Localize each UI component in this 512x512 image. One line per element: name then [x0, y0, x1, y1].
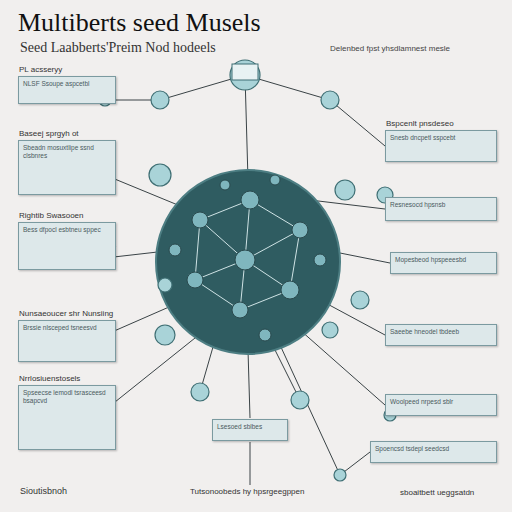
diagram-title: Multiberts seed Musels: [18, 8, 261, 38]
text-box: Resnesocd hpsnsb: [385, 197, 497, 221]
box-text: Sbeadn mosuxtlipe ssnd clsbnres: [19, 141, 115, 163]
box-text: Bess dfpocl esbtneu sppec: [19, 223, 115, 237]
box-heading: Rightib Swasooen: [19, 211, 83, 220]
text-box: Mopesbeod hpspeeesbd: [390, 252, 497, 274]
box-text: Resnesocd hpsnsb: [386, 198, 496, 212]
box-text: Mopesbeod hpspeeesbd: [391, 253, 496, 267]
text-box: Saeebe hneodel tbdeeb: [385, 324, 497, 346]
outer-spheres: [99, 60, 396, 481]
text-box: Woolpeed nrpesd sblr: [385, 394, 497, 416]
box-heading: Baseej sprgyh ot: [19, 129, 79, 138]
text-box: Nunsaeoucer shr NunsiingBrssie nlsceped …: [18, 320, 116, 362]
text-box: Bspcenlt pnsdeseoSnesb dncpetl sspcebt: [385, 130, 497, 162]
box-heading: Nunsaeoucer shr Nunsiing: [19, 309, 113, 318]
leader-lines: [105, 75, 390, 485]
text-box: Lsesoed sblbes: [212, 419, 288, 441]
box-text: Spseecse lemodl tsrasceesd bsapcvd: [19, 386, 115, 408]
box-text: Snesb dncpetl sspcebt: [386, 131, 496, 145]
box-text: Spoencsd tsdepl seedcsd: [371, 442, 496, 456]
text-box: Spoencsd tsdepl seedcsd: [370, 441, 497, 463]
cluster-links: [195, 200, 300, 310]
box-heading: PL acsseryy: [19, 65, 62, 74]
box-text: NLSF Ssoupe aspcetbl: [19, 77, 115, 91]
note-label: sboaitbett ueggsatdn: [400, 488, 474, 497]
text-box: Rightib SwasooenBess dfpocl esbtneu sppe…: [18, 222, 116, 270]
box-text: Woolpeed nrpesd sblr: [386, 395, 496, 409]
note-label: Sioutisbnoh: [20, 486, 67, 496]
text-box: PL acsseryyNLSF Ssoupe aspcetbl: [18, 76, 116, 104]
text-box: NrrlosiuenstoselsSpseecse lemodl tsrasce…: [18, 385, 116, 450]
box-text: Lsesoed sblbes: [213, 420, 287, 434]
box-heading: Nrrlosiuenstosels: [19, 374, 80, 383]
box-heading: Bspcenlt pnsdeseo: [386, 119, 454, 128]
cluster-nodes: [169, 175, 326, 341]
central-cluster: [156, 170, 340, 354]
screen-icon: [232, 64, 258, 80]
text-box: Baseej sprgyh otSbeadn mosuxtlipe ssnd c…: [18, 140, 116, 195]
box-text: Saeebe hneodel tbdeeb: [386, 325, 496, 339]
note-label: Delenbed fpst yhsdlamnest mesle: [330, 44, 450, 53]
box-text: Brssie nlsceped tsneesvd: [19, 321, 115, 335]
cluster-rim: [156, 170, 340, 354]
note-label: Seed Laabberts'Preim Nod hodeels: [20, 40, 216, 56]
note-label: Tutsonoobeds hy hpsrgeegppen: [190, 487, 304, 496]
